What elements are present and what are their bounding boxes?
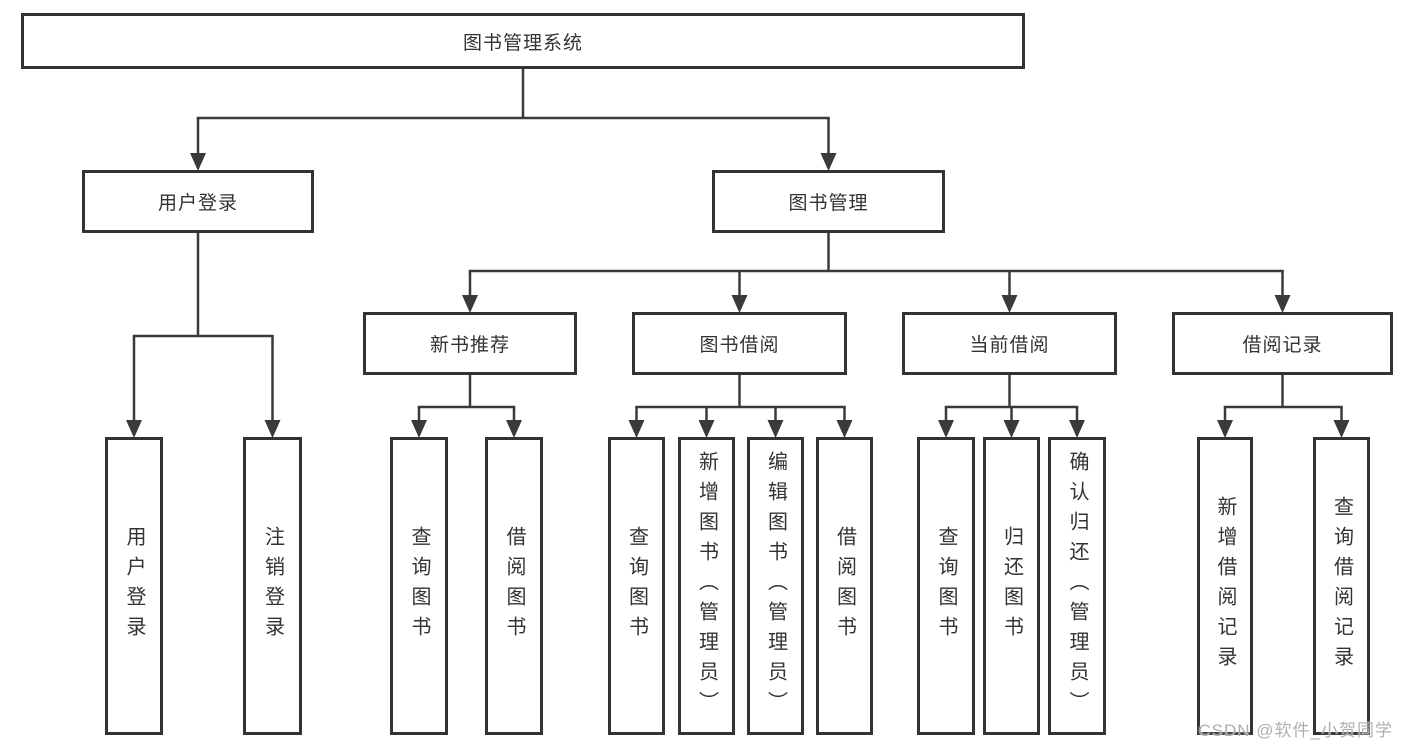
node-leaf-logout: 注销登录 <box>243 437 302 735</box>
node-br-add-record: 新增借阅记录 <box>1197 437 1253 735</box>
node-label-new-book-rec: 新书推荐 <box>429 335 510 356</box>
node-leaf-user-login: 用户登录 <box>105 437 163 735</box>
node-label-bb-borrow-book: 借阅图书 <box>833 526 856 646</box>
node-label-borrow-record: 借阅记录 <box>1242 335 1323 356</box>
node-book-borrow: 图书借阅 <box>632 312 847 375</box>
node-label-bb-edit-book: 编辑图书（管理员） <box>764 451 787 721</box>
node-root: 图书管理系统 <box>21 13 1025 69</box>
node-bb-add-book: 新增图书（管理员） <box>678 437 735 735</box>
node-bb-edit-book: 编辑图书（管理员） <box>747 437 804 735</box>
node-label-leaf-logout: 注销登录 <box>261 526 284 646</box>
node-book-mgmt: 图书管理 <box>712 170 945 233</box>
node-label-br-query-record: 查询借阅记录 <box>1330 496 1353 676</box>
node-label-book-mgmt: 图书管理 <box>788 193 869 214</box>
node-label-rec-borrow-book: 借阅图书 <box>503 526 525 646</box>
node-br-query-record: 查询借阅记录 <box>1313 437 1370 735</box>
node-user-login: 用户登录 <box>82 170 314 233</box>
node-label-cb-query-book: 查询图书 <box>935 526 957 646</box>
node-label-bb-add-book: 新增图书（管理员） <box>695 451 718 721</box>
node-cb-query-book: 查询图书 <box>917 437 975 735</box>
node-label-current-borrow: 当前借阅 <box>969 335 1050 356</box>
node-label-user-login: 用户登录 <box>157 193 238 214</box>
node-label-leaf-user-login: 用户登录 <box>123 526 145 646</box>
node-label-cb-confirm-return: 确认归还（管理员） <box>1066 451 1088 721</box>
node-label-br-add-record: 新增借阅记录 <box>1214 496 1236 676</box>
node-rec-borrow-book: 借阅图书 <box>485 437 543 735</box>
node-label-cb-return-book: 归还图书 <box>1000 526 1023 646</box>
node-label-root: 图书管理系统 <box>462 32 583 54</box>
node-bb-borrow-book: 借阅图书 <box>816 437 873 735</box>
node-bb-query-book: 查询图书 <box>608 437 665 735</box>
node-current-borrow: 当前借阅 <box>902 312 1117 375</box>
node-borrow-record: 借阅记录 <box>1172 312 1393 375</box>
node-label-bb-query-book: 查询图书 <box>625 526 648 646</box>
node-new-book-rec: 新书推荐 <box>363 312 577 375</box>
node-cb-confirm-return: 确认归还（管理员） <box>1048 437 1106 735</box>
node-label-book-borrow: 图书借阅 <box>699 335 780 356</box>
node-label-rec-query-book: 查询图书 <box>408 526 430 646</box>
watermark: CSDN @软件_小贺同学 <box>1198 721 1393 740</box>
node-cb-return-book: 归还图书 <box>983 437 1040 735</box>
node-rec-query-book: 查询图书 <box>390 437 448 735</box>
